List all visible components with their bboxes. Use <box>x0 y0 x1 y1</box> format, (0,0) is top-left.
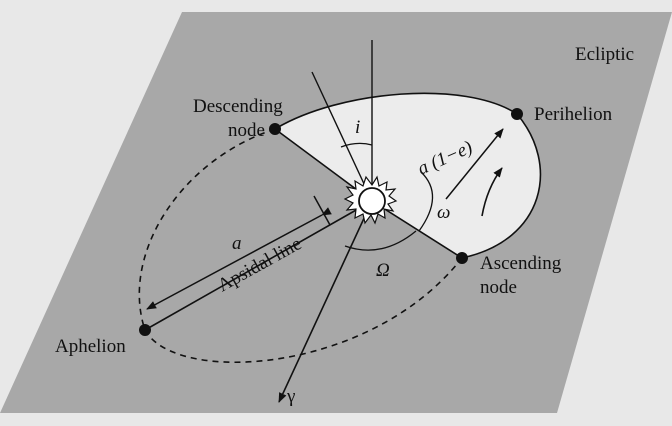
ecliptic-label: Ecliptic <box>575 44 634 65</box>
longitude-of-node-arc <box>344 230 417 251</box>
aphelion-point <box>139 324 151 336</box>
descending-node-label-2: node <box>228 120 265 141</box>
ascending-node-label-2: node <box>480 277 517 298</box>
inclination-arc <box>340 142 373 148</box>
aphelion-label: Aphelion <box>55 336 126 357</box>
orbit-lower-dashed-2 <box>144 257 463 364</box>
vernal-equinox-label: γ <box>286 386 295 407</box>
semi-major-axis-tick <box>313 195 331 226</box>
descending-node-point <box>269 123 281 135</box>
sun-icon <box>343 175 398 225</box>
perihelion-point <box>511 108 523 120</box>
ascending-node-label-1: Ascending <box>480 253 562 274</box>
longitude-of-node-label: Ω <box>376 260 390 281</box>
descending-node-label-1: Descending <box>193 96 283 117</box>
ascending-node-point <box>456 252 468 264</box>
argument-of-perihelion-label: ω <box>437 202 450 223</box>
inclination-label: i <box>355 117 360 138</box>
motion-direction-arrow <box>481 167 503 217</box>
orbit-lower-dashed <box>138 128 276 331</box>
argument-of-perihelion-arc <box>418 171 434 232</box>
semi-major-axis-label: a <box>232 233 242 254</box>
perihelion-distance-arrow <box>445 128 504 200</box>
orbit-normal <box>311 71 373 202</box>
semi-major-axis-arrow <box>146 207 332 310</box>
perihelion-label: Perihelion <box>534 104 613 125</box>
